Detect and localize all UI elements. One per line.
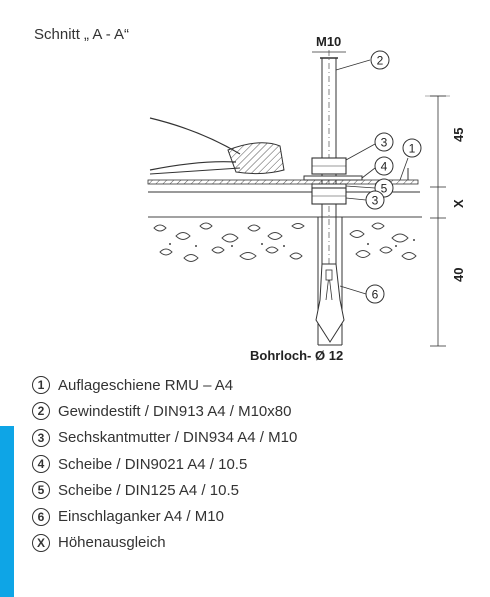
upper-nut (311, 157, 347, 175)
callout-6: 6 (339, 284, 385, 304)
legend-text: Scheibe / DIN9021 A4 / 10.5 (58, 455, 248, 473)
washer-large (303, 175, 363, 181)
legend-item: 3 Sechskantmutter / DIN934 A4 / M10 (32, 425, 297, 451)
legend-number: X (32, 533, 50, 552)
legend-item: X Höhenausgleich (32, 530, 297, 556)
legend-number: 3 (32, 428, 50, 447)
expansion-anchor (315, 263, 345, 343)
legend-item: 4 Scheibe / DIN9021 A4 / 10.5 (32, 451, 297, 477)
legend-text: Gewindestift / DIN913 A4 / M10x80 (58, 402, 292, 420)
callout-4: 4 (361, 156, 394, 179)
concrete-layer (148, 216, 422, 262)
svg-text:1: 1 (409, 142, 416, 156)
cable-clamp (149, 117, 285, 175)
parts-legend: 1 Auflageschiene RMU – A4 2 Gewindestift… (32, 372, 297, 556)
legend-item: 5 Scheibe / DIN125 A4 / 10.5 (32, 477, 297, 503)
callout-1: 1 (399, 138, 422, 181)
legend-number: 1 (32, 376, 50, 395)
svg-text:5: 5 (381, 182, 388, 196)
legend-number: 2 (32, 402, 50, 421)
svg-text:3: 3 (381, 136, 388, 150)
legend-text: Höhenausgleich (58, 534, 166, 552)
dim-x-label: X (451, 199, 466, 208)
accent-bar (0, 426, 14, 597)
callout-3-upper: 3 (345, 132, 394, 161)
thread-label: M10 (316, 34, 341, 49)
dimension-lines (425, 95, 450, 347)
svg-text:3: 3 (372, 194, 379, 208)
legend-text: Sechskantmutter / DIN934 A4 / M10 (58, 429, 298, 447)
legend-number: 5 (32, 481, 50, 500)
legend-item: 1 Auflageschiene RMU – A4 (32, 372, 297, 398)
legend-item: 6 Einschlaganker A4 / M10 (32, 503, 297, 529)
legend-text: Einschlaganker A4 / M10 (58, 508, 224, 526)
dim-40-label: 40 (451, 268, 466, 282)
svg-text:2: 2 (377, 54, 384, 68)
legend-item: 2 Gewindestift / DIN913 A4 / M10x80 (32, 398, 297, 424)
washer-small (311, 183, 347, 189)
callout-2: 2 (335, 50, 390, 71)
svg-text:4: 4 (381, 160, 388, 174)
section-title: Schnitt „ A - A“ (34, 26, 130, 43)
dim-45-label: 45 (451, 128, 466, 142)
legend-number: 6 (32, 507, 50, 526)
legend-text: Auflageschiene RMU – A4 (58, 376, 234, 394)
anchor-section-drawing: M10 Bohrloch- Ø 12 45 X 40 2 3 4 1 5 (147, 34, 466, 363)
lower-nut (311, 187, 347, 205)
callout-3-lower: 3 (345, 190, 385, 210)
legend-number: 4 (32, 455, 50, 474)
content-card (14, 0, 490, 597)
legend-text: Scheibe / DIN125 A4 / 10.5 (58, 481, 239, 499)
svg-text:6: 6 (372, 288, 379, 302)
bore-label: Bohrloch- Ø 12 (250, 348, 343, 363)
